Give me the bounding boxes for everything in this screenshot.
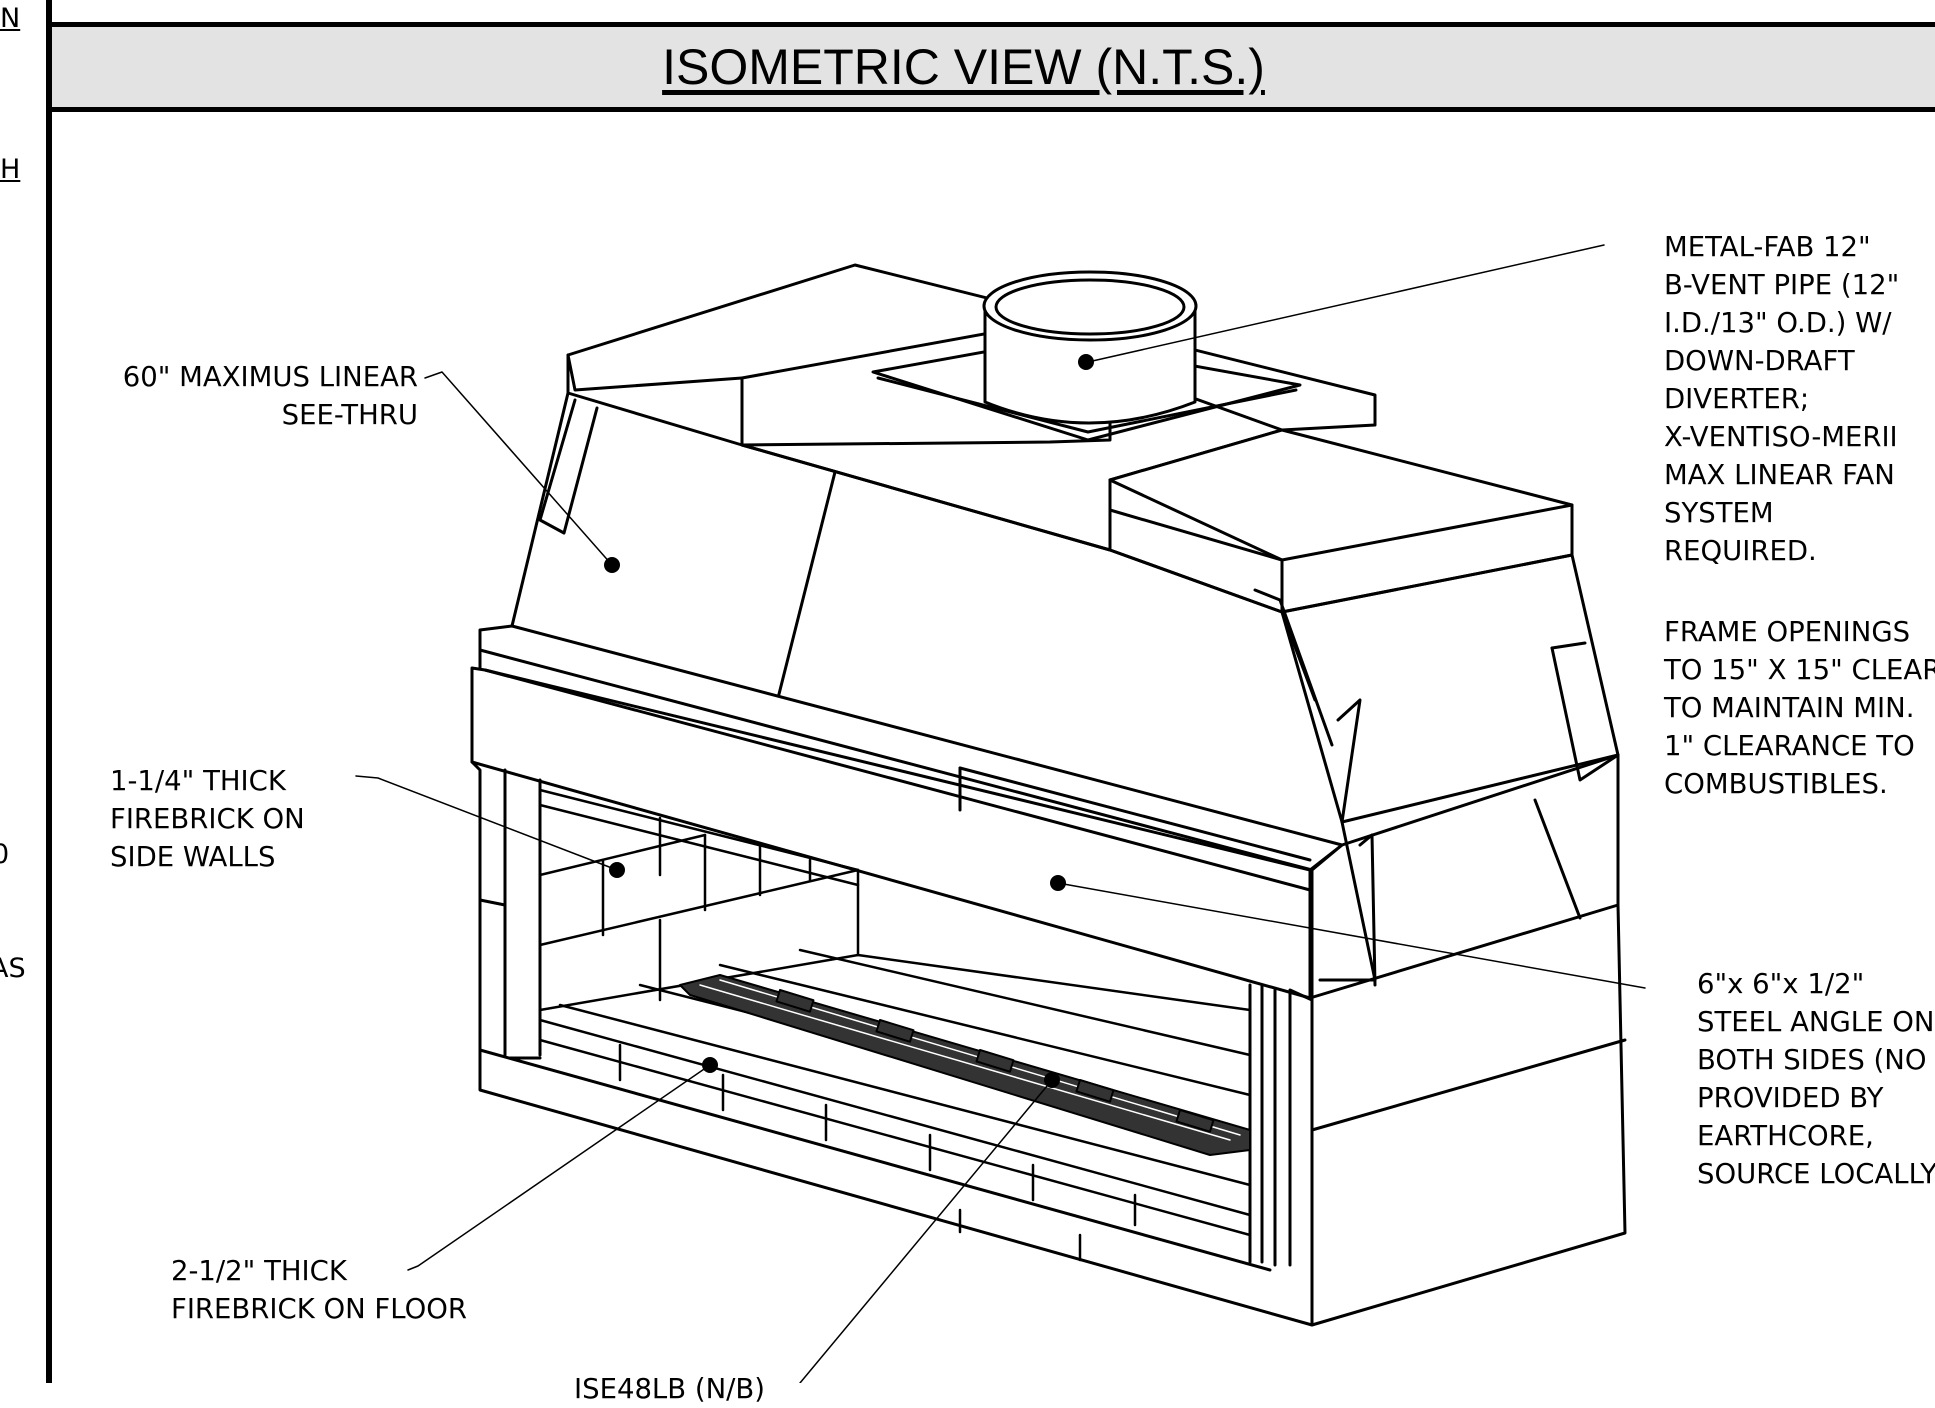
leader-floor-firebrick xyxy=(407,1064,711,1271)
burner-icon xyxy=(679,974,1251,1156)
label-burner: ISE48LB (N/B) xyxy=(574,1373,766,1405)
left-fragment-3: 0 xyxy=(0,839,10,870)
left-fragment-4: AS xyxy=(0,953,26,984)
label-maximus: 60" MAXIMUS LINEAR SEE-THRU xyxy=(122,361,418,431)
leader-burner xyxy=(799,1079,1053,1383)
leader-maximus xyxy=(424,371,613,566)
label-side-firebrick: 1-1/4" THICK FIREBRICK ON SIDE WALLS xyxy=(110,765,305,873)
label-frame-openings: FRAME OPENINGS TO 15" X 15" CLEAR TO MAI… xyxy=(1664,616,1935,800)
hood-top xyxy=(566,263,1574,614)
leader-dots xyxy=(604,354,1094,1088)
front-frame xyxy=(470,760,1314,1327)
label-steel-angle: 6"x 6"x 1/2" STEEL ANGLE ON BOTH SIDES (… xyxy=(1697,968,1935,1190)
label-vent-pipe: METAL-FAB 12" B-VENT PIPE (12" I.D./13" … xyxy=(1664,231,1900,567)
lintel-band xyxy=(470,624,1620,1000)
leader-steel-angle xyxy=(1057,882,1646,989)
leader-vent-pipe xyxy=(1087,244,1605,363)
left-fragment-2: H xyxy=(0,154,21,185)
leader-side-firebrick xyxy=(355,775,618,871)
leader-lines xyxy=(355,244,1646,1383)
hood-body xyxy=(510,391,1620,920)
title-band: ISOMETRIC VIEW (N.T.S.) xyxy=(52,22,1935,112)
label-floor-firebrick: 2-1/2" THICK FIREBRICK ON FLOOR xyxy=(171,1255,467,1325)
vent-pipe-icon xyxy=(982,270,1198,425)
right-face xyxy=(1310,753,1627,1327)
view-title: ISOMETRIC VIEW (N.T.S.) xyxy=(662,39,1265,95)
sheet-left-border xyxy=(46,0,52,1383)
left-fragment-1: N xyxy=(0,3,21,34)
